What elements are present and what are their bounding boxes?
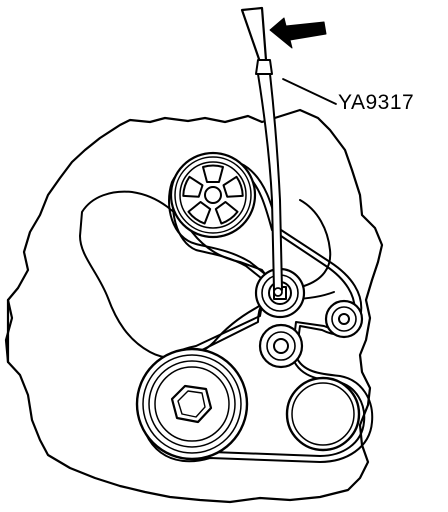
arrow-left-down-icon (269, 17, 327, 49)
part-number-label: YA9317 (338, 91, 415, 114)
idler-pulley-lower (258, 323, 304, 369)
lower-right-pulley (285, 376, 361, 452)
upper-pulley (169, 151, 257, 239)
engine-block-outline (4, 108, 384, 504)
callout-leader-line (282, 78, 337, 105)
idler-pulley-right (324, 299, 364, 339)
crankshaft-pulley (135, 347, 249, 461)
special-tool-lever (240, 6, 283, 297)
